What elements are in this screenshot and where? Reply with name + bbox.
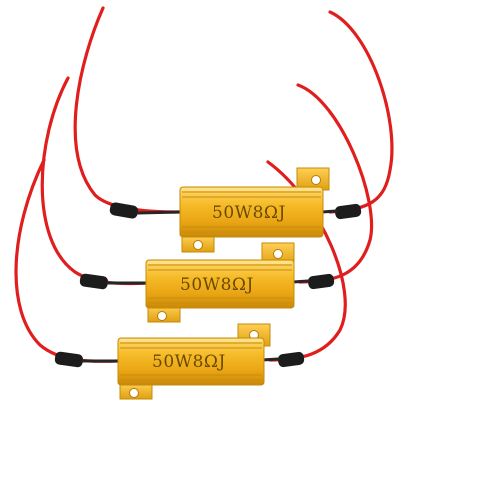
- connector-3: [275, 419, 321, 483]
- load-resistor-icon: [117, 323, 271, 400]
- connector-2: [217, 419, 263, 483]
- wire-r2-right: [296, 83, 373, 284]
- wire-r2-left: [40, 76, 150, 286]
- connector-4: [331, 419, 377, 483]
- sleeves: [54, 202, 362, 368]
- load-resistor-3: 50W8ΩJ: [117, 323, 271, 400]
- sleeve-r1-right: [334, 203, 362, 220]
- load-resistor-icon: [179, 167, 330, 253]
- load-resistor-icon: [145, 242, 295, 323]
- load-resistor-2: 50W8ΩJ: [145, 242, 295, 323]
- wire-r1-left: [73, 6, 182, 214]
- sleeve-r2-right: [307, 273, 335, 290]
- connector-6: [431, 419, 477, 483]
- wire-tap-connectors: [0, 0, 44, 62]
- resistor-3-marking: 50W8ΩJ: [152, 352, 226, 372]
- connector-5: [385, 419, 431, 483]
- resistor-1-marking: 50W8ΩJ: [212, 203, 286, 223]
- sleeve-r3-right: [277, 351, 305, 368]
- wire-r3-left: [14, 158, 120, 363]
- connector-1: [159, 419, 205, 483]
- load-resistor-1: 50W8ΩJ: [179, 167, 330, 253]
- wire-r1-right: [328, 10, 394, 214]
- leads: [81, 209, 338, 363]
- resistor-2-marking: 50W8ΩJ: [180, 275, 254, 295]
- sleeve-r3-left: [54, 351, 84, 368]
- sleeve-r1-left: [109, 202, 139, 219]
- sleeve-r2-left: [79, 273, 109, 290]
